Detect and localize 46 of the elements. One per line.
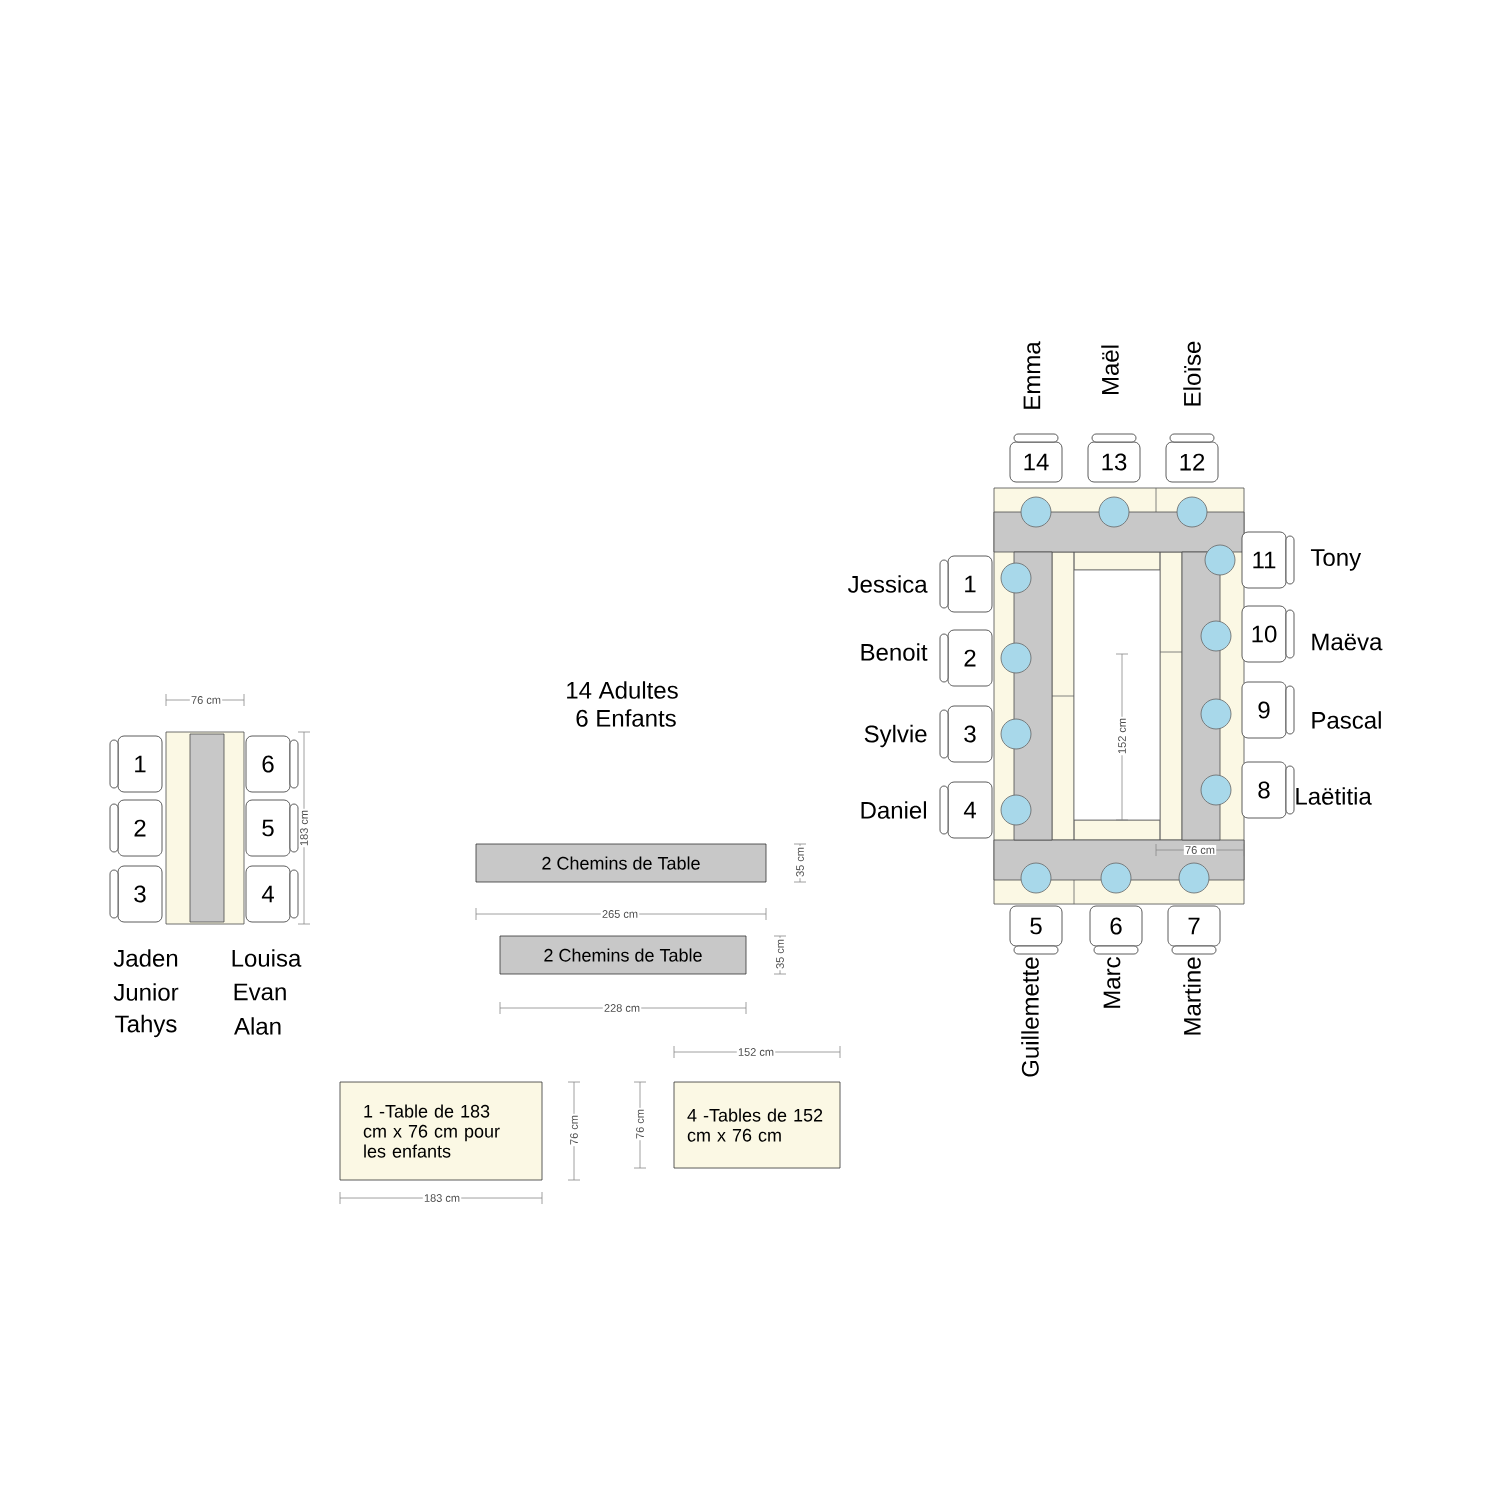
guest-name: Jaden — [113, 949, 178, 967]
guest-name: Louisa — [232, 949, 302, 967]
guest-name: Evan — [234, 983, 286, 1001]
chair: 14 — [1009, 433, 1063, 483]
chair: 12 — [1165, 433, 1219, 483]
chair: 5 — [245, 799, 299, 857]
guest-name: Maëva — [1312, 633, 1383, 651]
chair: 3 — [109, 865, 163, 923]
guest-name: Sylvie — [864, 724, 927, 748]
chair: 8 — [1241, 761, 1295, 819]
guest-name: Jessica — [847, 575, 928, 593]
chair: 3 — [939, 705, 993, 763]
guest-name: Marc — [1103, 957, 1121, 1008]
guest-count: 6 Enfants — [576, 709, 676, 727]
guest-name: Pascal — [1312, 711, 1381, 729]
guest-name: Daniel — [861, 801, 926, 819]
guest-count: 14 Adultes — [567, 681, 678, 699]
guest-name: Emma — [1023, 341, 1041, 409]
chair: 6 — [1089, 905, 1143, 955]
chair: 1 — [109, 735, 163, 793]
guest-name: Alan — [234, 1017, 281, 1035]
guest-name: Junior — [113, 983, 179, 1001]
chair: 2 — [109, 799, 163, 857]
chair: 10 — [1241, 605, 1295, 663]
guest-name: Maël — [1101, 345, 1119, 395]
table-runner: 2 Chemins de Table — [499, 935, 747, 975]
guest-name: Tony — [1310, 549, 1362, 571]
chair: 13 — [1087, 433, 1141, 483]
table-box: 1 -Table de 183 cm x 76 cm pour les enfants — [339, 1081, 543, 1181]
chair: 9 — [1241, 681, 1295, 739]
guest-name: Laëtitia — [1296, 787, 1372, 805]
chair: 5 — [1009, 905, 1063, 955]
chair: 7 — [1167, 905, 1221, 955]
chair: 1 — [939, 555, 993, 613]
guest-name: Benoit — [861, 643, 928, 661]
guest-name: Martine — [1183, 957, 1201, 1035]
chair: 2 — [939, 629, 993, 687]
chair: 4 — [245, 865, 299, 923]
guest-name: Guillemette — [1021, 957, 1039, 1077]
chair: 4 — [939, 781, 993, 839]
chair: 6 — [245, 735, 299, 793]
table-runner: 2 Chemins de Table — [475, 843, 767, 883]
table-box: 4 -Tables de 152 cm x 76 cm — [673, 1081, 841, 1169]
guest-name: Eloïse — [1183, 341, 1201, 406]
guest-name: Tahys — [115, 1014, 177, 1038]
chair: 11 — [1241, 531, 1295, 589]
